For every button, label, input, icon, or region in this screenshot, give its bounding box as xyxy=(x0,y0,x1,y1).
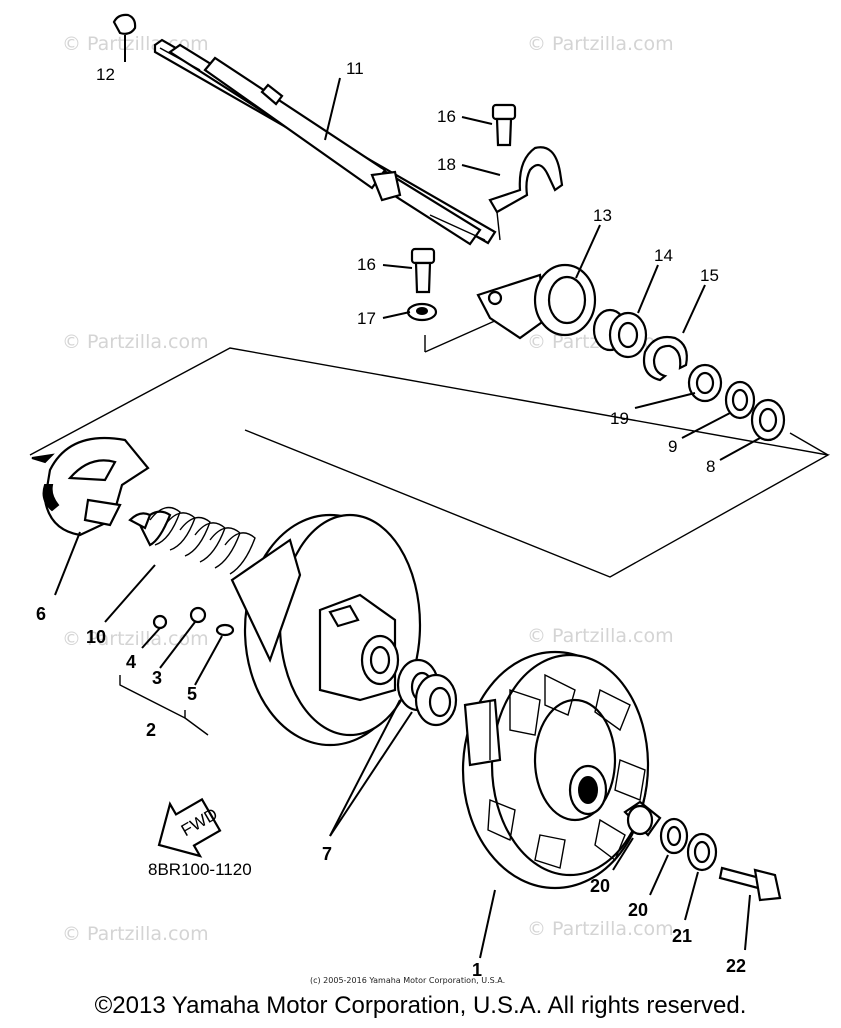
part-20-washer xyxy=(659,817,689,855)
callout-11: 11 xyxy=(346,59,364,78)
callout-14: 14 xyxy=(654,246,673,265)
watermark: © Partzilla.com xyxy=(527,625,674,647)
callout-8: 8 xyxy=(706,457,715,476)
callout-1: 1 xyxy=(472,960,482,980)
parts-2-5-hardware xyxy=(119,606,235,736)
part-11-shaft xyxy=(153,38,497,246)
callout-20: 20 xyxy=(628,900,648,920)
callout-16-upper: 16 xyxy=(437,107,456,126)
small-copyright: (c) 2005-2016 Yamaha Motor Corporation, … xyxy=(310,976,506,985)
part-15-circlip xyxy=(642,335,688,382)
part-1-fixed-sheave xyxy=(461,650,650,890)
part-12-cap xyxy=(112,13,137,35)
watermark: © Partzilla.com xyxy=(527,33,674,55)
part-7-movable-sheave xyxy=(230,513,422,747)
callout-19: 19 xyxy=(610,409,629,428)
callout-10: 10 xyxy=(86,627,106,647)
part-7-bushings xyxy=(396,658,458,727)
part-17-washer xyxy=(406,302,438,322)
callout-17: 17 xyxy=(357,309,376,328)
copyright-notice: ©2013 Yamaha Motor Corporation, U.S.A. A… xyxy=(94,992,747,1019)
diagram-code: 8BR100-1120 xyxy=(148,860,252,879)
watermark: © Partzilla.com xyxy=(527,918,674,940)
part-22-washer xyxy=(686,832,718,872)
callout-21: 20 xyxy=(590,876,610,896)
callout-18: 18 xyxy=(437,155,456,174)
part-16-bolt-lower xyxy=(410,247,436,294)
callout-7: 7 xyxy=(322,844,332,864)
callouts: 12 11 16 18 13 14 15 16 17 19 9 8 6 10 4… xyxy=(36,59,746,980)
part-14-bearing xyxy=(592,308,648,359)
callout-3: 3 xyxy=(152,668,162,688)
part-10-spring xyxy=(128,506,256,575)
part-13-bearing-housing xyxy=(476,263,597,340)
callout-9: 9 xyxy=(668,437,677,456)
callout-23: 22 xyxy=(726,956,746,976)
callout-2: 2 xyxy=(146,720,156,740)
part-8-washer xyxy=(750,398,786,442)
callout-12: 12 xyxy=(96,65,115,84)
callout-15: 15 xyxy=(700,266,719,285)
leader-lines xyxy=(54,35,761,959)
fwd-arrow: FWD xyxy=(157,797,222,858)
callout-16-lower: 16 xyxy=(357,255,376,274)
callout-4: 4 xyxy=(126,652,136,672)
part-9-washer xyxy=(724,380,756,420)
watermark: © Partzilla.com xyxy=(62,331,209,353)
part-19-washer xyxy=(687,363,723,403)
callout-6: 6 xyxy=(36,604,46,624)
part-6-cam xyxy=(31,436,150,537)
part-18-clamp xyxy=(488,146,564,241)
part-16-bolt-upper xyxy=(491,103,517,147)
part-21-collar xyxy=(623,800,662,837)
callout-13: 13 xyxy=(593,206,612,225)
watermark: © Partzilla.com xyxy=(62,923,209,945)
watermark: © Partzilla.com xyxy=(62,628,209,650)
part-23-bolt xyxy=(718,866,782,902)
callout-22: 21 xyxy=(672,926,692,946)
callout-5: 5 xyxy=(187,684,197,704)
